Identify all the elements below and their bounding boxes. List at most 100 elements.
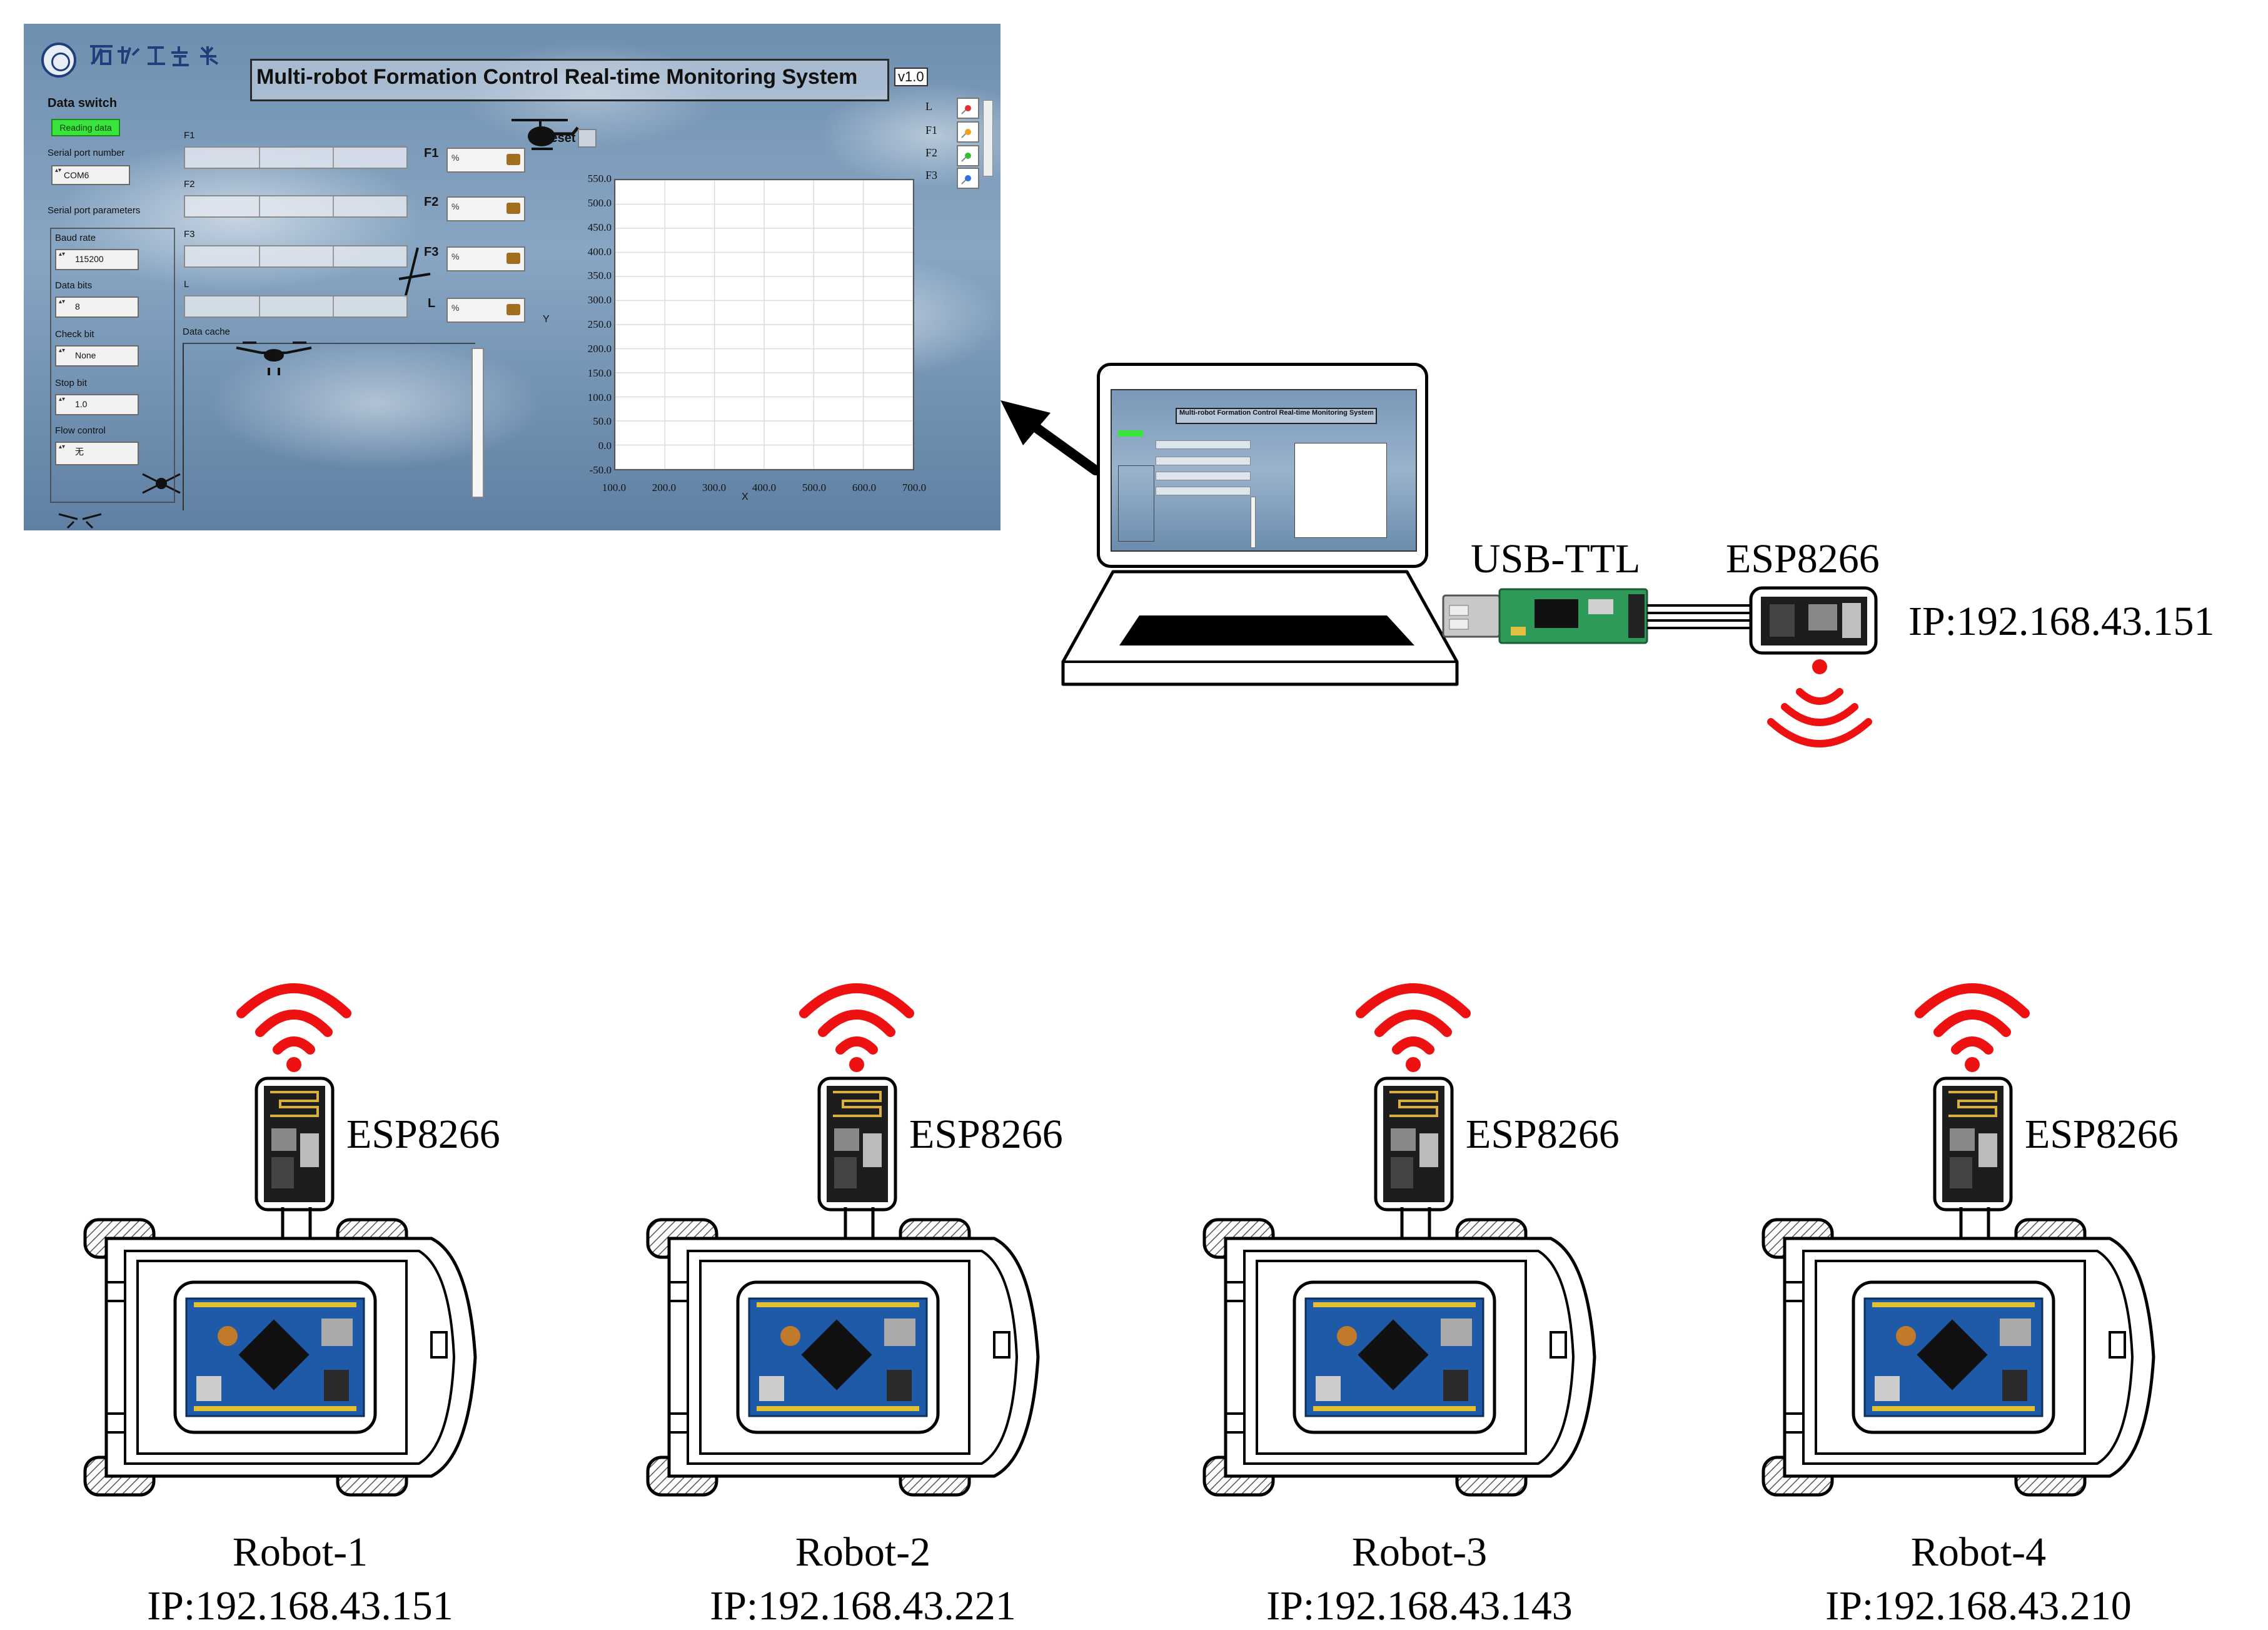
flow-control-select[interactable]: 无 [55,442,139,465]
helicopter-icon [512,119,579,150]
trajectory-plot[interactable] [614,179,914,470]
y-tick-label: 550.0 [587,173,612,185]
robot-chassis-icon [1202,1207,1596,1497]
usb-ttl-adapter-icon [1442,588,1648,644]
serial-port-number-label: Serial port number [48,148,125,158]
reset-label: Reset [542,131,576,145]
l-data-row [184,295,408,318]
y-tick-label: 400.0 [587,245,612,258]
robot-ip: IP:192.168.43.143 [1266,1583,1573,1629]
l-path-selector[interactable]: % [446,298,525,323]
x-tick-label: 600.0 [852,482,877,494]
f1-data-row [184,146,408,169]
serial-parameters-group [50,228,175,503]
y-tick-label: 450.0 [587,221,612,233]
host-ip-label: IP:192.168.43.151 [1908,599,2215,644]
f1-path-selector[interactable]: % [446,148,525,173]
robot-chassis-icon [646,1207,1040,1497]
host-wifi-signal-icon [1767,659,1872,747]
legend-scrollbar[interactable] [983,100,993,176]
f2-data-row [184,195,408,218]
y-tick-label: 250.0 [587,318,612,330]
wifi-signal-icon [236,983,351,1072]
f2-path-selector[interactable]: % [446,196,525,221]
esp8266-label: ESP8266 [2025,1111,2179,1157]
wifi-signal-icon [1915,983,2030,1072]
check-bit-label: Check bit [55,329,94,340]
legend-label-f2: F2 [925,146,938,159]
usb-ttl-label: USB-TTL [1471,536,1641,582]
esp8266-module-icon [255,1076,335,1212]
x-tick-label: 200.0 [652,482,677,494]
x-tick-label: 400.0 [752,482,777,494]
data-cache-scrollbar[interactable] [471,348,484,498]
f3-path-selector[interactable]: % [446,246,525,271]
esp8266-label: ESP8266 [346,1111,500,1157]
legend-swatch-f3[interactable] [957,168,979,189]
legend-label-l: L [925,100,932,113]
x-tick-label: 700.0 [902,482,927,494]
f3-label: F3 [424,245,439,259]
x-axis-ticks: 100.0 200.0 300.0 400.0 500.0 600.0 700.0 [24,482,1000,500]
serial-wires [1647,604,1760,629]
data-cache-area[interactable] [183,343,475,510]
data-bits-select[interactable]: 8 [55,296,139,318]
f2-label: F2 [424,195,439,209]
baud-rate-select[interactable]: 115200 [55,249,139,270]
robot-name: Robot-3 [1351,1529,1488,1575]
robot-1: ESP8266 [81,969,519,1629]
legend-swatch-f2[interactable] [957,145,979,166]
esp8266-label: ESP8266 [1466,1111,1620,1157]
app-title: Multi-robot Formation Control Real-time … [256,65,858,89]
plane-icon [398,247,431,298]
esp8266-label: ESP8266 [909,1111,1063,1157]
stop-bit-select[interactable]: 1.0 [55,394,139,415]
x-axis-label: X [742,492,748,502]
robot-4: ESP8266 [1760,969,2197,1629]
reset-button[interactable] [578,129,597,148]
esp8266-module-icon [817,1076,897,1212]
university-logo-icon [90,45,219,66]
robot-name: Robot-1 [232,1529,368,1575]
legend-label-f3: F3 [925,169,938,181]
f3-data-row [184,245,408,268]
robot-ip: IP:192.168.43.221 [710,1583,1016,1629]
host-esp8266-label: ESP8266 [1726,536,1880,582]
legend-label-f1: F1 [925,124,938,136]
data-cache-label: Data cache [183,327,230,337]
f3-row-label: F3 [184,229,195,240]
reading-data-indicator[interactable]: Reading data [51,119,120,136]
robot-chassis-icon [1761,1207,2155,1497]
y-tick-label: 100.0 [587,391,612,403]
small-drone-icon [58,513,102,529]
y-tick-label: 0.0 [598,440,612,452]
x-tick-label: 100.0 [602,482,627,494]
robot-chassis-icon [83,1207,477,1497]
robot-name: Robot-4 [1910,1529,2047,1575]
x-tick-label: 500.0 [802,482,827,494]
baud-rate-label: Baud rate [55,233,96,243]
robot-2: ESP8266 [644,969,1082,1629]
x-tick-label: 300.0 [702,482,727,494]
laptop-keyboard-base [1061,570,1459,686]
check-bit-select[interactable]: None [55,345,139,367]
esp8266-module-icon [1933,1076,2013,1212]
l-row-label: L [184,279,189,290]
f1-label: F1 [424,146,439,160]
legend-swatch-l[interactable] [957,98,979,119]
y-tick-label: 200.0 [587,342,612,355]
robot-3: ESP8266 [1201,969,1638,1629]
serial-port-parameters-label: Serial port parameters [48,205,141,216]
stop-bit-label: Stop bit [55,378,87,388]
y-tick-label: 300.0 [587,294,612,306]
plot-grid [615,180,914,470]
monitoring-panel: Multi-robot Formation Control Real-time … [24,24,1000,530]
flow-control-label: Flow control [55,425,106,436]
robot-name: Robot-2 [795,1529,931,1575]
legend-swatch-f1[interactable] [957,121,979,143]
title-frame [250,59,889,101]
robot-ip: IP:192.168.43.151 [147,1583,453,1629]
serial-port-select[interactable]: COM6 [51,165,130,185]
f2-row-label: F2 [184,179,195,190]
